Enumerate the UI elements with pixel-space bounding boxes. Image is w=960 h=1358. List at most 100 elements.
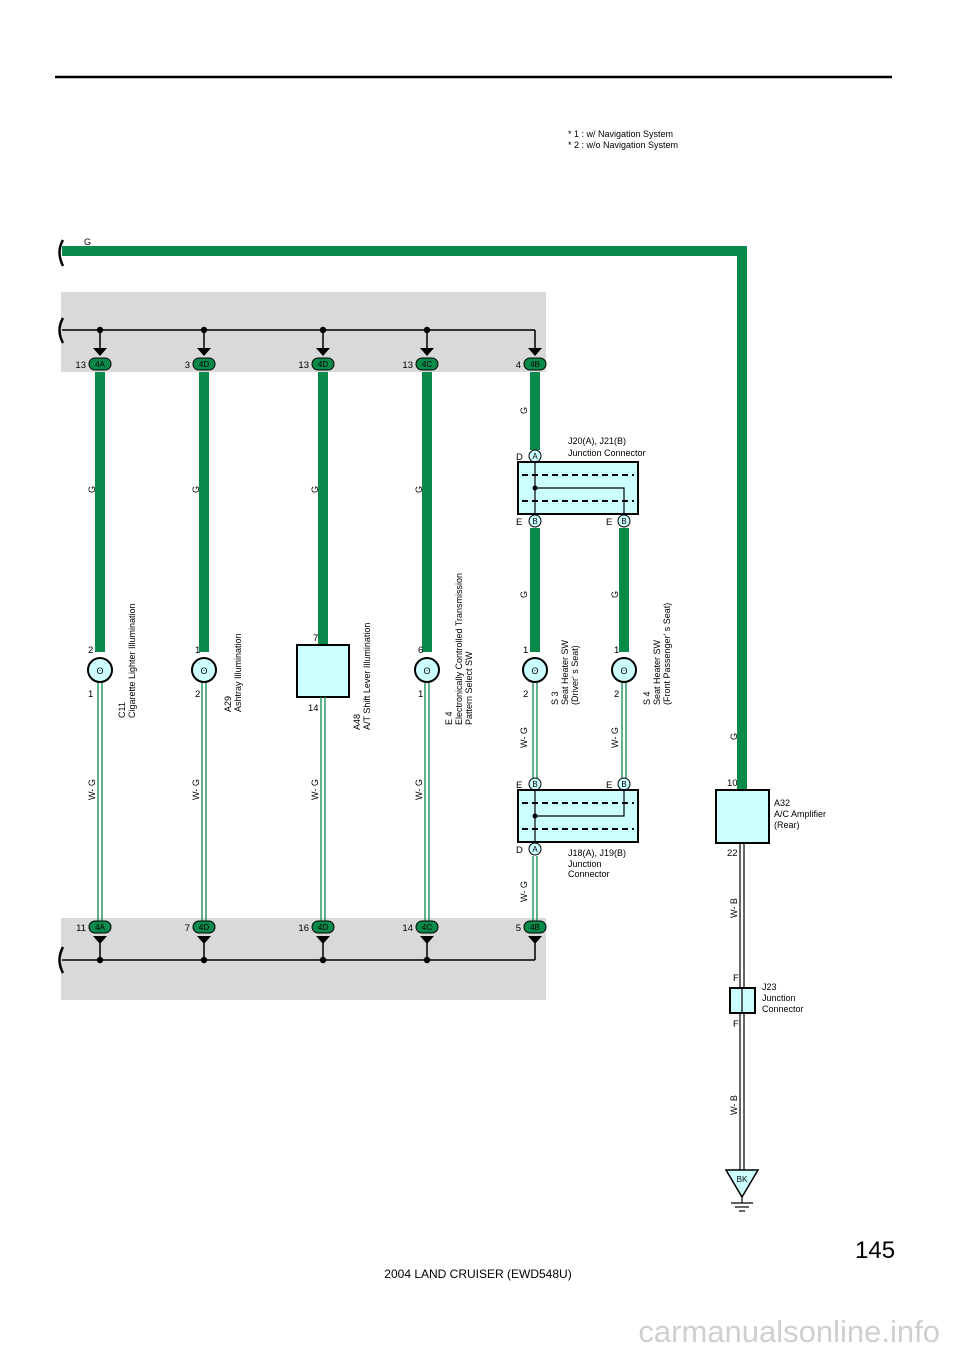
bottom-bus-break xyxy=(58,946,65,974)
component-detail: (Front Passenger' s Seat) xyxy=(662,603,672,705)
wire-color: W- G xyxy=(87,779,97,800)
connector-pin: 4 xyxy=(516,360,521,371)
connector-arrow-down xyxy=(420,936,434,944)
jc-code: B xyxy=(532,780,537,789)
jc-pin: E xyxy=(516,517,522,528)
component-pin: 22 xyxy=(727,848,738,859)
main-wire-color: G xyxy=(84,237,91,247)
shaded-region-bottom xyxy=(61,918,546,1000)
bulb-filament-icon: ʘ xyxy=(423,666,430,676)
connector-arrow-down xyxy=(316,936,330,944)
component-id: E 4 xyxy=(444,711,454,725)
jc-code: A xyxy=(532,452,538,461)
component-pin: 10 xyxy=(727,778,738,789)
jc-label: Connector xyxy=(568,869,610,879)
wire-color: W- B xyxy=(729,1095,739,1115)
connector-arrow-down xyxy=(528,348,542,356)
component-name-line2: Pattern Select SW xyxy=(464,651,474,725)
component-pin: 2 xyxy=(523,689,528,700)
component-name: Ashtray Illumination xyxy=(233,633,243,712)
jc-tag xyxy=(528,842,542,856)
wire-color: G xyxy=(610,591,620,598)
connector-tag xyxy=(523,357,547,371)
wire-color: G xyxy=(519,407,529,414)
component-pin: F xyxy=(733,973,739,984)
component-name: Seat Heater SW xyxy=(560,639,570,705)
jc-pin: E xyxy=(606,517,612,528)
component-id: J23 xyxy=(762,982,777,992)
component-detail: (Driver' s Seat) xyxy=(570,645,580,705)
wire-color: W- G xyxy=(519,727,529,748)
connector-code: 4C xyxy=(422,360,432,369)
bulb-filament-icon: ʘ xyxy=(200,666,207,676)
connector-arrow-down xyxy=(528,936,542,944)
connector-code: 4A xyxy=(95,923,105,932)
connector-pin: 13 xyxy=(402,360,413,371)
bulb-c11 xyxy=(87,657,113,683)
switch-s4 xyxy=(611,657,637,683)
switch-symbol-icon: ʘ xyxy=(620,666,627,676)
connector-pin: 5 xyxy=(516,923,521,934)
connector-tag xyxy=(311,920,335,934)
connector-arrow-down xyxy=(197,348,211,356)
connector-arrow-down xyxy=(93,348,107,356)
component-pin: 1 xyxy=(88,689,93,700)
connector-arrow-down xyxy=(197,936,211,944)
wire-color: W- G xyxy=(310,779,320,800)
component-name-line2: Connector xyxy=(762,1004,804,1014)
component-name: Seat Heater SW xyxy=(652,639,662,705)
connector-arrow-down xyxy=(93,936,107,944)
jc-splice xyxy=(532,813,538,819)
wire-color: G xyxy=(87,486,97,493)
component-name: A/C Amplifier xyxy=(774,809,826,819)
component-pin: 1 xyxy=(195,645,200,656)
jc-pin: E xyxy=(516,780,522,791)
switch-symbol-icon: ʘ xyxy=(531,666,538,676)
jc-tag xyxy=(617,514,631,528)
connector-code: 4B xyxy=(530,360,540,369)
connector-tag xyxy=(192,357,216,371)
connector-pin: 13 xyxy=(75,360,86,371)
wire-color: W- G xyxy=(191,779,201,800)
connector-pin: 13 xyxy=(298,360,309,371)
ground-point xyxy=(724,1169,760,1199)
connector-tag xyxy=(311,357,335,371)
component-id: S 4 xyxy=(642,691,652,705)
jc-pin: D xyxy=(516,452,523,463)
component-pin: 2 xyxy=(614,689,619,700)
connector-pin: 14 xyxy=(402,923,413,934)
component-name: Junction xyxy=(762,993,796,1003)
connector-code: 4B xyxy=(530,923,540,932)
bulb-a29 xyxy=(191,657,217,683)
note-no-navigation: * 2 : w/o Navigation System xyxy=(568,140,678,150)
main-g-wire xyxy=(62,246,747,790)
jc-label: J18(A), J19(B) xyxy=(568,848,626,858)
connector-tag xyxy=(192,920,216,934)
connector-code: 4D xyxy=(318,360,328,369)
wire-break-symbol xyxy=(58,239,65,267)
component-id: A48 xyxy=(352,714,362,730)
component-detail: (Rear) xyxy=(774,820,800,830)
component-id: A29 xyxy=(223,696,233,712)
wire-color: W- G xyxy=(414,779,424,800)
jc-splice xyxy=(532,485,538,491)
connector-code: 4A xyxy=(95,360,105,369)
ground-code: BK xyxy=(737,1175,748,1184)
component-pin: 1 xyxy=(614,645,619,656)
note-navigation: * 1 : w/ Navigation System xyxy=(568,129,673,139)
component-box-a48 xyxy=(296,644,350,698)
component-id: C11 xyxy=(117,702,127,718)
connector-pin: 3 xyxy=(185,360,190,371)
component-pin: 1 xyxy=(523,645,528,656)
component-pin: F xyxy=(733,1019,739,1030)
ac-amplifier-box xyxy=(715,789,770,844)
wire-color: W- G xyxy=(519,881,529,902)
wire-color: G xyxy=(191,486,201,493)
connector-code: 4C xyxy=(422,923,432,932)
bulb-filament-icon: ʘ xyxy=(96,666,103,676)
component-name: A/T Shift Lever Illumination xyxy=(362,623,372,730)
wire-color: G xyxy=(519,591,529,598)
wire-color: W- B xyxy=(729,898,739,918)
wire-color: G xyxy=(729,733,739,740)
connector-tag xyxy=(88,920,112,934)
